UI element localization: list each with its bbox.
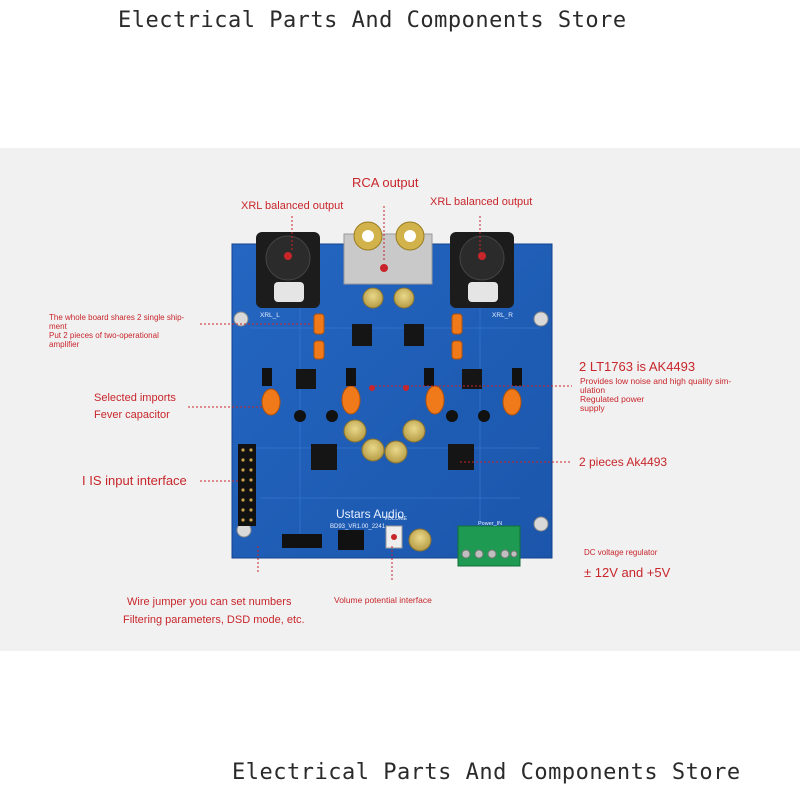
- silk-model: BD93_VR1.00_2241: [330, 524, 386, 530]
- callout-whole-board: The whole board shares 2 single ship-: [49, 313, 185, 322]
- ak4493-chip-left: [311, 444, 337, 470]
- silk-volume: VOLUME: [384, 516, 408, 522]
- callout-regulated: Regulated power: [580, 394, 645, 404]
- callout-dc-regulator: DC voltage regulator: [584, 548, 658, 557]
- rca-connector: [343, 221, 433, 285]
- callout-filtering: Filtering parameters, DSD mode, etc.: [123, 614, 305, 626]
- product-photo: XRL_L XRL_R Ustars Audio BD93_VR1.00_224…: [0, 148, 800, 651]
- silk-power: Power_IN: [478, 521, 502, 527]
- opamp-chip: [296, 369, 316, 389]
- xlr-right-connector: [450, 232, 514, 308]
- callout-voltage: ± 12V and +5V: [584, 565, 671, 580]
- mount-hole: [533, 311, 549, 327]
- silk-brand: Ustars Audio: [336, 507, 404, 521]
- iis-header: [238, 444, 256, 526]
- silk-xrl-l: XRL_L: [260, 312, 280, 319]
- volume-connector: [385, 525, 403, 549]
- mount-hole: [533, 516, 549, 532]
- ak4493-chip-right: [448, 444, 474, 470]
- callout-ak4493: 2 pieces Ak4493: [579, 455, 668, 469]
- callout-lt1763: 2 LT1763 is AK4493: [579, 359, 696, 374]
- callout-xrl-left: XRL balanced output: [241, 200, 344, 212]
- callout-rca-output: RCA output: [352, 175, 419, 190]
- callout-selected-imports: Selected imports: [94, 392, 176, 404]
- store-banner-bottom: Electrical Parts And Components Store: [232, 760, 741, 785]
- callout-wire-jumper: Wire jumper you can set numbers: [127, 596, 292, 608]
- opamp-chip: [462, 369, 482, 389]
- power-terminal-block: [457, 525, 521, 567]
- callout-regulated-line2: supply: [580, 403, 605, 413]
- silk-xrl-r: XRL_R: [492, 312, 513, 319]
- callout-low-noise: Provides low noise and high quality sim-: [580, 376, 732, 386]
- mount-hole: [233, 311, 249, 327]
- callout-whole-board-line2: ment: [49, 322, 67, 331]
- opamp-chip: [404, 324, 424, 346]
- callout-low-noise-line2: ulation: [580, 385, 606, 395]
- dac-board-illustration: XRL_L XRL_R Ustars Audio BD93_VR1.00_224…: [188, 206, 572, 580]
- callout-iis-input: I IS input interface: [82, 473, 187, 488]
- callout-fever-capacitor: Fever capacitor: [94, 409, 170, 421]
- xlr-left-connector: [256, 232, 320, 308]
- callout-two-op-amp-line2: amplifier: [49, 340, 80, 349]
- opamp-chip: [352, 324, 372, 346]
- store-banner-top: Electrical Parts And Components Store: [118, 8, 627, 33]
- callout-two-op-amp: Put 2 pieces of two-operational: [49, 331, 159, 340]
- jumper-header: [282, 530, 364, 550]
- callout-volume-interface: Volume potential interface: [334, 595, 432, 605]
- callout-xrl-right: XRL balanced output: [430, 196, 533, 208]
